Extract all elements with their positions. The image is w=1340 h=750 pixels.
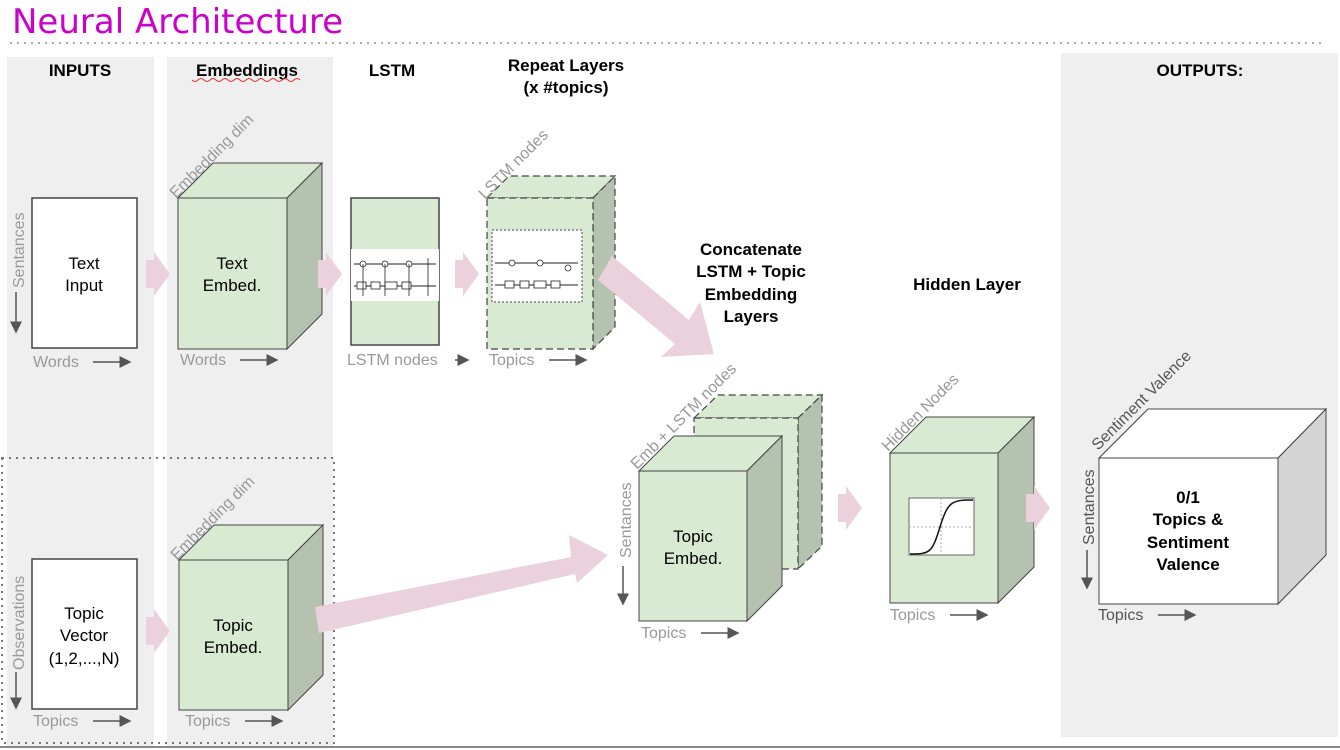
topic-vector-line2: Vector — [60, 626, 109, 645]
lstm-nodes-label-1: LSTM nodes — [347, 352, 438, 369]
words-label-1: Words — [33, 354, 79, 371]
spell-squiggle — [191, 78, 301, 82]
header-lstm: LSTM — [369, 61, 415, 80]
header-concat-2: LSTM + Topic — [696, 262, 806, 281]
flow-arrow-concat-to-hidden — [838, 486, 862, 530]
text-input-box — [31, 197, 138, 349]
sentances-label-2: Sentances — [618, 482, 635, 558]
topic-vector-line3: (1,2,...,N) — [49, 649, 120, 668]
header-inputs: INPUTS — [49, 61, 111, 80]
outputs-panel — [1061, 53, 1338, 737]
concat-embed-line1: Topic — [673, 527, 713, 546]
sentances-label-1: Sentances — [11, 212, 28, 288]
text-input-line1: Text — [68, 254, 99, 273]
header-concat-3: Embedding — [705, 285, 798, 304]
flow-arrow-topic-to-embed — [146, 609, 170, 653]
header-embeddings: Embeddings — [196, 61, 298, 80]
topics-label-concat: Topics — [641, 625, 686, 642]
flow-arrow-embed-to-lstm — [318, 252, 342, 296]
words-label-2: Words — [180, 352, 226, 369]
topic-vector-box — [31, 558, 138, 710]
text-embed-line1: Text — [216, 254, 247, 273]
flow-arrow-repeat-to-concat — [598, 256, 714, 357]
flow-arrow-lstm-to-repeat — [455, 252, 479, 296]
header-repeat-line1: Repeat Layers — [508, 56, 624, 75]
flow-arrow-text-to-embed — [146, 252, 170, 296]
output-cube-front — [1098, 457, 1279, 605]
header-concat-1: Concatenate — [700, 240, 802, 259]
sigmoid-icon — [908, 497, 975, 556]
topics-label-output: Topics — [1098, 607, 1143, 624]
output-line1: 0/1 — [1176, 488, 1200, 507]
topic-embed-cube-front — [178, 559, 289, 711]
output-line3: Sentiment — [1147, 533, 1230, 552]
text-embed-line2: Embed. — [203, 276, 262, 295]
text-embed-cube-front — [177, 197, 288, 350]
topics-label-2: Topics — [185, 713, 230, 730]
sentances-label-3: Sentances — [1081, 469, 1098, 545]
flow-arrow-hidden-to-output — [1026, 486, 1050, 530]
topics-label-hidden: Topics — [890, 607, 935, 624]
topics-label-repeat: Topics — [489, 352, 534, 369]
header-outputs: OUTPUTS: — [1157, 61, 1244, 80]
output-line4: Valence — [1156, 555, 1219, 574]
topic-vector-line1: Topic — [64, 604, 104, 623]
observations-label: Observations — [11, 576, 28, 670]
topics-label-1: Topics — [33, 713, 78, 730]
flow-arrow-topic-embed-to-concat — [315, 535, 608, 633]
lstm-cell-icon — [351, 249, 439, 301]
topic-embed-line1: Topic — [213, 616, 253, 635]
header-hidden: Hidden Layer — [913, 275, 1021, 294]
concat-cube-front — [638, 470, 748, 622]
output-line2: Topics & — [1153, 510, 1224, 529]
header-concat-4: Layers — [724, 307, 779, 326]
page-title: Neural Architecture — [12, 2, 343, 42]
text-input-line2: Input — [65, 276, 103, 295]
header-repeat-line2: (x #topics) — [523, 78, 608, 97]
topic-embed-line2: Embed. — [204, 638, 263, 657]
concat-embed-line2: Embed. — [664, 549, 723, 568]
repeat-lstm-cell-icon — [491, 229, 583, 303]
